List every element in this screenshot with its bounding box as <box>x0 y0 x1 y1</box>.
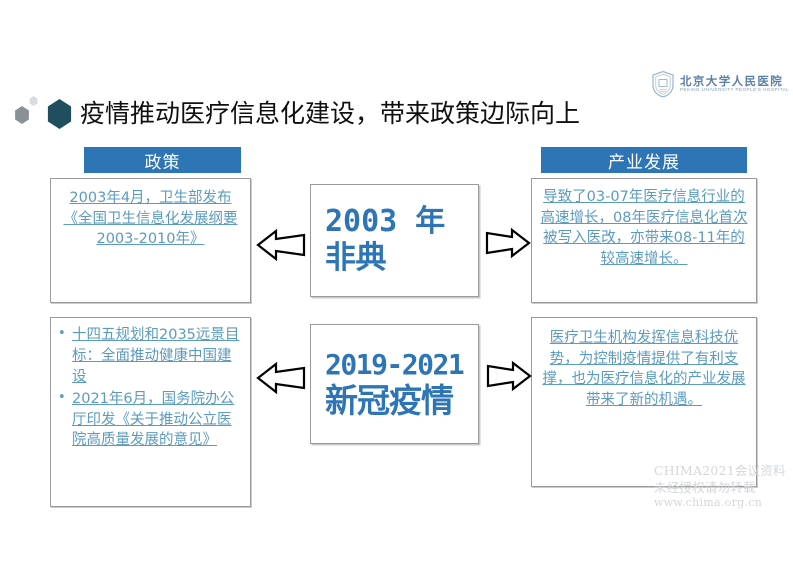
shield-icon <box>651 70 675 98</box>
industry-text-2019: 医疗卫生机构发挥信息科技优势，为控制疫情提供了有利支撑，也为医疗信息化的产业发展… <box>542 330 746 408</box>
event-box-2019: 2019-2021 新冠疫情 <box>310 324 479 444</box>
column-header-policy: 政策 <box>84 147 241 173</box>
watermark-line-3: www.chima.org.cn <box>654 496 763 509</box>
event-year-2019: 2019-2021 <box>325 347 465 381</box>
event-name-2019: 新冠疫情 <box>325 380 454 420</box>
page-title: 疫情推动医疗信息化建设，带来政策边际向上 <box>80 99 581 128</box>
list-item: 2021年6月，国务院办公厅印发《关于推动公立医院高质量发展的意见》 <box>58 389 242 452</box>
list-item: 十四五规划和2035远景目标：全面推动健康中国建设 <box>58 325 242 388</box>
hexagon-small-icon <box>29 96 38 106</box>
logo-text-block: 北京大学人民医院 PEKING UNIVERSITY PEOPLE'S HOSP… <box>680 75 789 93</box>
industry-text-2003: 导致了03-07年医疗信息行业的高速增长，08年医疗信息化首次被写入医改，亦带来… <box>540 189 748 267</box>
policy-text-2003: 2003年4月，卫生部发布《全国卫生信息化发展纲要 2003-2010年》 <box>63 190 238 248</box>
industry-box-2019: 医疗卫生机构发挥信息科技优势，为控制疫情提供了有利支撑，也为医疗信息化的产业发展… <box>531 317 757 487</box>
hospital-logo: 北京大学人民医院 PEKING UNIVERSITY PEOPLE'S HOSP… <box>651 68 789 100</box>
arrow-right-icon-row1 <box>485 222 531 264</box>
hexagon-medium-icon <box>15 106 29 124</box>
logo-name-cn: 北京大学人民医院 <box>680 74 784 89</box>
policy-bullet-list-2019: 十四五规划和2035远景目标：全面推动健康中国建设 2021年6月，国务院办公厅… <box>55 325 244 451</box>
arrow-left-icon-row2 <box>256 356 306 400</box>
arrow-left-icon-row1 <box>256 223 306 267</box>
event-name-2003: 非典 <box>325 240 387 277</box>
event-year-2003: 2003 年 <box>325 203 446 239</box>
industry-box-2003: 导致了03-07年医疗信息行业的高速增长，08年医疗信息化首次被写入医改，亦带来… <box>531 178 757 303</box>
event-box-2003: 2003 年 非典 <box>310 184 479 297</box>
policy-box-2019: 十四五规划和2035远景目标：全面推动健康中国建设 2021年6月，国务院办公厅… <box>50 317 251 507</box>
logo-name-en: PEKING UNIVERSITY PEOPLE'S HOSPITAL <box>680 87 790 93</box>
arrow-right-icon-row2 <box>486 355 532 397</box>
hexagon-large-icon <box>47 99 72 129</box>
column-header-industry: 产业发展 <box>541 147 747 173</box>
policy-box-2003: 2003年4月，卫生部发布《全国卫生信息化发展纲要 2003-2010年》 <box>50 178 251 303</box>
